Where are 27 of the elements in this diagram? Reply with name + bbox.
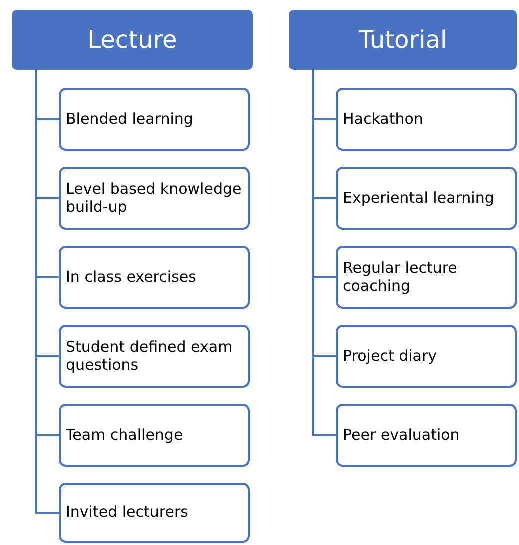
node-label: Tutorial: [358, 26, 448, 54]
node-label: Lecture: [88, 26, 178, 54]
node-label: Experiental learning: [343, 190, 494, 208]
item-box: [59, 246, 250, 309]
node-label: Regular lecture coaching: [343, 260, 458, 295]
node-label: Invited lecturers: [66, 504, 188, 522]
item-box: [59, 483, 250, 543]
item-box: [336, 404, 517, 467]
node-label: Level based knowledge build-up: [66, 181, 243, 216]
item-box: [336, 167, 517, 230]
item-box: [59, 404, 250, 467]
node-label: Peer evaluation: [343, 426, 460, 444]
node-label: Blended learning: [66, 110, 194, 128]
item-box: [59, 325, 250, 388]
node-label: Student defined exam questions: [66, 339, 234, 374]
item-box: [59, 167, 250, 230]
node-label: Project diary: [343, 348, 438, 366]
node-label: Team challenge: [66, 426, 184, 444]
connector-line: [312, 70, 336, 436]
item-box: [59, 88, 250, 151]
node-label: Hackathon: [343, 110, 424, 128]
item-box: [336, 246, 517, 309]
header-box: [289, 10, 517, 70]
header-box: [12, 10, 253, 70]
item-box: [336, 88, 517, 151]
node-label: In class exercises: [66, 268, 196, 286]
item-box: [336, 325, 517, 388]
